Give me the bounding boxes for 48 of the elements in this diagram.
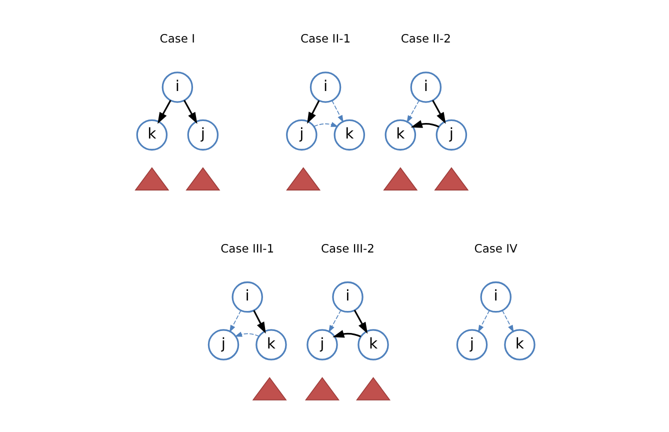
arrow <box>234 332 259 337</box>
node-circle: i <box>309 72 341 103</box>
node-triangle <box>304 377 340 400</box>
label: Case II-1 <box>300 32 350 46</box>
node-triangle <box>185 167 220 190</box>
arrow <box>432 100 446 124</box>
arrow <box>228 310 241 332</box>
arrow <box>477 310 490 332</box>
arrow <box>353 310 368 334</box>
node-triangle <box>252 377 286 400</box>
arrow <box>313 122 338 127</box>
arrow <box>406 100 419 123</box>
label: Case I <box>159 32 195 46</box>
node-circle: i <box>410 72 442 103</box>
node-circle: j <box>207 329 239 360</box>
node-circle: i <box>231 281 262 313</box>
node-circle: i <box>161 72 193 103</box>
node-circle: i <box>480 281 511 313</box>
node-triangle <box>286 167 320 190</box>
arrow <box>328 310 341 333</box>
node-circle: k <box>384 119 416 151</box>
arrow <box>331 100 343 123</box>
arrow <box>157 100 171 124</box>
label: Case III-2 <box>320 241 374 256</box>
node-triangle <box>355 377 390 400</box>
node-triangle <box>434 167 468 190</box>
label: Case IV <box>474 241 517 256</box>
node-triangle <box>382 167 418 190</box>
node-circle: i <box>332 281 363 313</box>
arrow <box>332 330 361 338</box>
node-circle: k <box>255 329 286 360</box>
node-circle: j <box>435 119 467 151</box>
node-circle: k <box>333 119 365 151</box>
node-circle: j <box>456 329 488 360</box>
arrow <box>306 100 320 124</box>
node-circle: j <box>286 119 317 151</box>
node-circle: j <box>306 329 338 360</box>
node-triangle <box>134 167 169 190</box>
label: Case III-1 <box>220 241 274 256</box>
node-circle: k <box>136 119 168 151</box>
arrow <box>410 120 439 128</box>
arrow <box>183 100 197 124</box>
node-circle: k <box>357 329 388 360</box>
arrow <box>501 310 514 332</box>
node-circle: j <box>186 119 218 151</box>
label: Case II-2 <box>400 32 450 46</box>
node-circle: k <box>504 329 535 360</box>
arrow <box>252 310 266 334</box>
